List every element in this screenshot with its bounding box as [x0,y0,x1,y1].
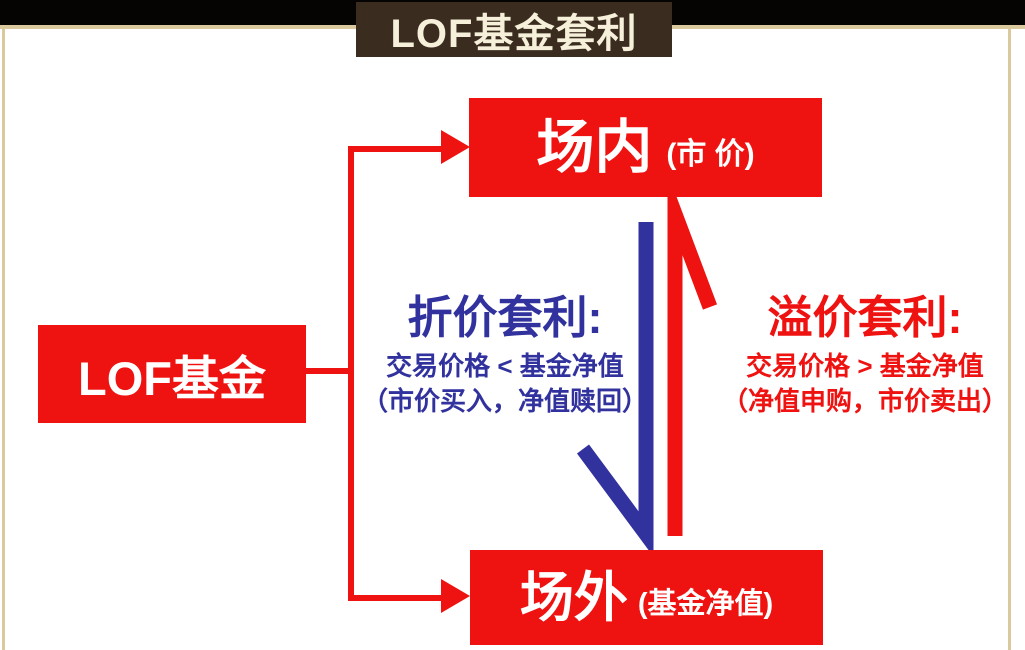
discount-arbitrage-action: （市价买入，净值赎回） [361,386,648,416]
node-off-market-sublabel: (基金净值) [637,588,774,620]
node-on-market-sublabel: (市 价) [666,137,755,171]
discount-arbitrage-condition: 交易价格 < 基金净值 [386,351,624,381]
connector-stub [305,368,353,374]
node-lof-fund-label: LOF基金 [78,351,266,405]
premium-arbitrage-action: （净值申购，市价卖出） [721,386,1008,416]
arrowhead-to-onmarket [441,130,470,164]
node-on-market-label: 场内 [536,114,653,180]
frame-line-right [1008,25,1011,650]
arrowhead-to-offmarket [441,579,470,613]
node-off-market: 场外 (基金净值) [470,550,823,645]
diagram-title: LOF基金套利 [390,11,638,56]
discount-arbitrage-title: 折价套利: [407,292,603,343]
node-off-market-label: 场外 [519,567,628,628]
premium-arbitrage-annotation: 溢价套利: 交易价格 > 基金净值 （净值申购，市价卖出） [705,293,1025,419]
node-on-market: 场内 (市 价) [469,98,822,197]
frame-line-left [2,25,5,650]
discount-arbitrage-annotation: 折价套利: 交易价格 < 基金净值 （市价买入，净值赎回） [350,293,660,419]
connector-top-branch [348,146,444,152]
premium-arbitrage-condition: 交易价格 > 基金净值 [746,351,984,381]
diagram-title-box: LOF基金套利 [356,2,672,57]
premium-arbitrage-title: 溢价套利: [767,292,963,343]
node-lof-fund: LOF基金 [38,325,306,423]
connector-bottom-branch [348,595,444,601]
